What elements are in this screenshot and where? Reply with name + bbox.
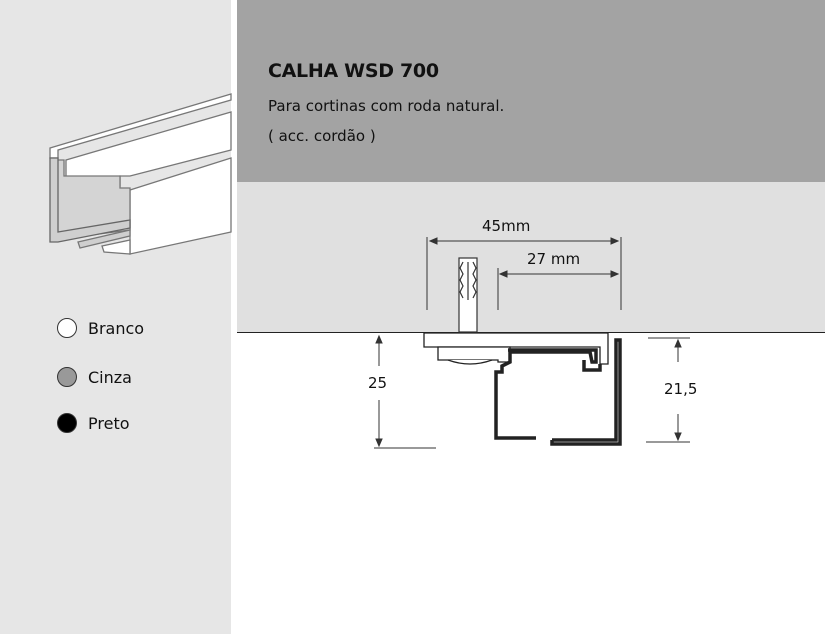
dim-total-height: 25 bbox=[368, 374, 388, 392]
dim-rail-width: 27 mm bbox=[527, 250, 581, 268]
color-label: Cinza bbox=[88, 367, 132, 387]
color-option-branco: Branco bbox=[57, 318, 144, 338]
white-swatch-icon bbox=[57, 318, 77, 338]
wall-plug-icon bbox=[458, 257, 478, 333]
product-note: ( acc. cordão ) bbox=[268, 127, 376, 145]
color-option-preto: Preto bbox=[57, 413, 130, 433]
black-swatch-icon bbox=[57, 413, 77, 433]
product-title: CALHA WSD 700 bbox=[268, 60, 439, 82]
color-option-cinza: Cinza bbox=[57, 367, 132, 387]
product-subtitle: Para cortinas com roda natural. bbox=[268, 97, 505, 115]
dimension-lines bbox=[374, 237, 690, 449]
rail-3d-illustration bbox=[49, 93, 232, 255]
ceiling-area bbox=[237, 182, 825, 333]
dim-total-width: 45mm bbox=[482, 217, 531, 235]
dim-rail-height: 21,5 bbox=[664, 380, 698, 398]
gray-swatch-icon bbox=[57, 367, 77, 387]
rail-cross-section bbox=[423, 332, 622, 446]
color-label: Branco bbox=[88, 318, 145, 338]
title-banner bbox=[237, 0, 825, 182]
color-label: Preto bbox=[88, 413, 130, 433]
